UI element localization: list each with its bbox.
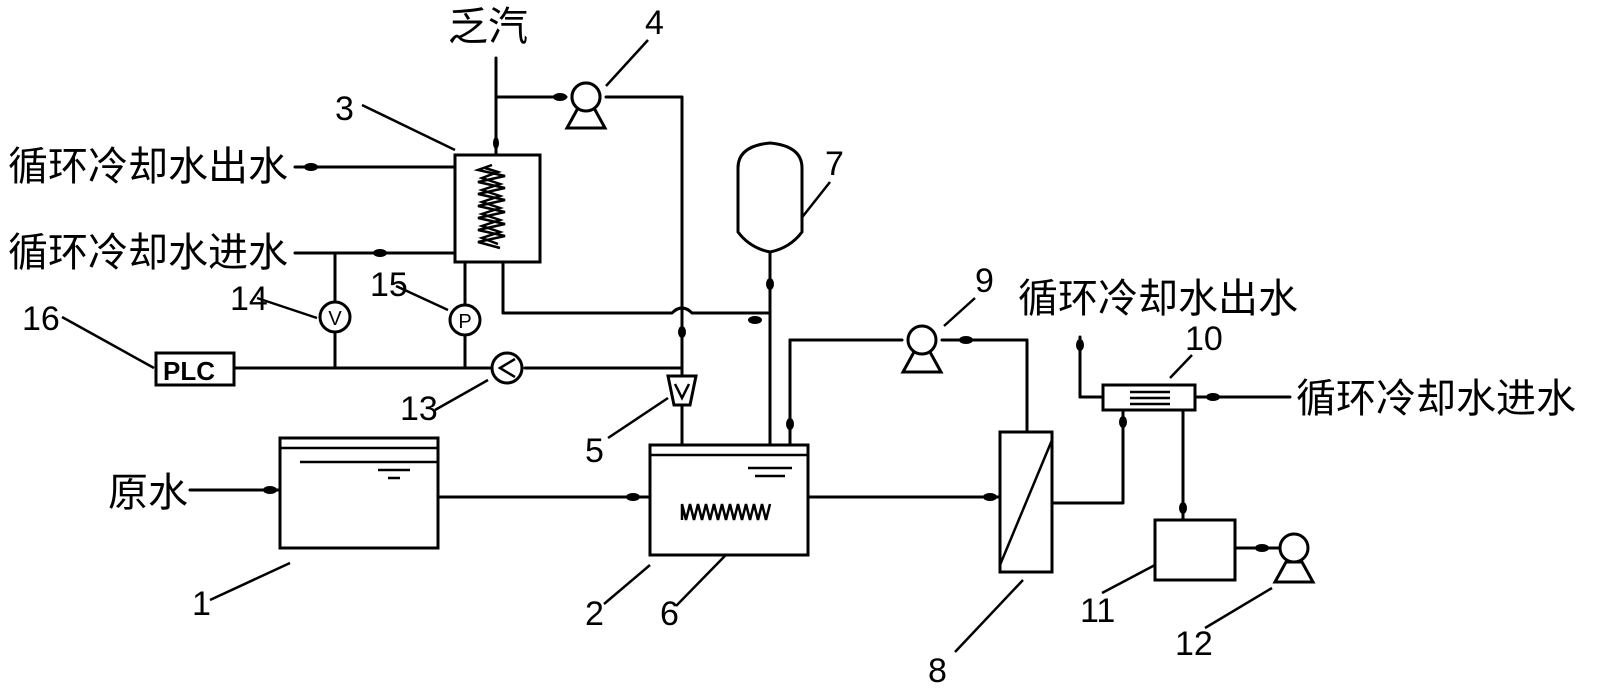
component-number-15: 15 (370, 266, 408, 304)
label-exhaust-steam: 乏汽 (448, 4, 528, 50)
heating-coil-6 (680, 503, 772, 521)
component-number-3: 3 (335, 90, 354, 128)
component-number-7: 7 (825, 145, 844, 183)
component-number-10: 10 (1185, 320, 1223, 358)
component-number-6: 6 (660, 595, 679, 633)
component-number-16: 16 (22, 300, 60, 338)
label-cooling-water-out-right: 循环冷却水出水 (1018, 276, 1298, 322)
plc-label: PLC (163, 356, 215, 386)
membrane-unit-8 (998, 430, 1054, 574)
valve-14: V (318, 300, 352, 334)
pressure-gauge-15: P (448, 303, 482, 337)
cooler-10 (1101, 383, 1197, 412)
component-number-13: 13 (400, 390, 438, 428)
leader-lines (61, 39, 1273, 653)
component-number-8: 8 (928, 652, 947, 690)
component-number-4: 4 (645, 4, 664, 42)
pump-p-label: P (458, 311, 471, 333)
pump-4 (564, 81, 608, 130)
heating-tank-2 (648, 443, 810, 557)
component-number-11: 11 (1080, 592, 1115, 630)
storage-tank-7 (736, 141, 804, 254)
label-raw-water: 原水 (108, 470, 188, 516)
component-number-12: 12 (1175, 625, 1213, 663)
pump-9 (900, 324, 944, 374)
component-number-2: 2 (585, 595, 604, 633)
component-number-9: 9 (975, 262, 994, 300)
component-number-5: 5 (585, 432, 604, 470)
raw-water-tank-1 (278, 436, 440, 550)
condenser-3 (453, 153, 542, 264)
valve-v-label: V (328, 308, 342, 330)
valve-5 (666, 374, 698, 407)
flow-arrows (263, 93, 1269, 552)
label-cooling-water-in-right: 循环冷却水进水 (1296, 376, 1576, 422)
component-number-1: 1 (192, 585, 211, 623)
label-cooling-water-out-left: 循环冷却水出水 (8, 144, 288, 190)
label-cooling-water-in-left: 循环冷却水进水 (8, 230, 288, 276)
flow-meter-13 (490, 351, 524, 385)
collection-tank-11 (1153, 518, 1237, 582)
pump-12 (1272, 532, 1316, 584)
plc-controller-16: PLC (154, 351, 236, 387)
